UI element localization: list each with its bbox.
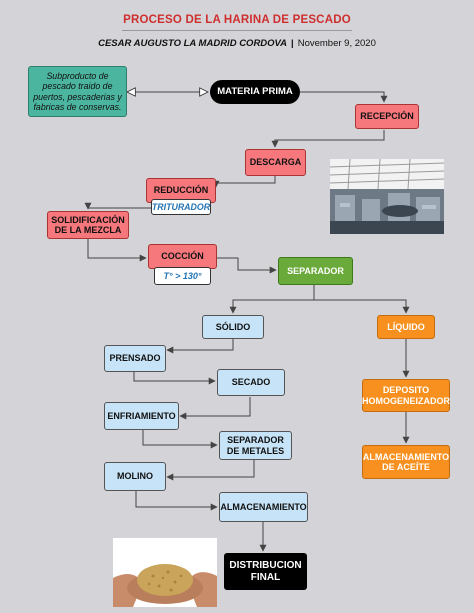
- node-recepcion: RECEPCIÓN: [355, 104, 419, 129]
- node-liquido: LÍQUIDO: [377, 315, 435, 339]
- link-materia-recepcion: [300, 92, 384, 102]
- link-metales-molino: [167, 459, 254, 477]
- link-descarga-reduccion: [216, 176, 275, 187]
- link-coccion-separador: [217, 258, 276, 270]
- node-descarga: DESCARGA: [245, 149, 306, 176]
- node-materia-prima: MATERIA PRIMA: [210, 80, 300, 104]
- node-coccion: COCCIÓN: [148, 244, 217, 269]
- link-separador-split: [233, 285, 314, 313]
- node-separador-metales: SEPARADOR DE METALES: [219, 431, 292, 460]
- tag-temperatura: T° > 130°: [154, 267, 211, 285]
- node-solido: SÓLIDO: [202, 315, 264, 339]
- node-almacenamiento: ALMACENAMIENTO: [219, 492, 308, 522]
- link-solido-prensado: [167, 339, 233, 350]
- node-distribucion: DISTRIBUCION FINAL: [224, 553, 307, 590]
- link-recepcion-descarga: [275, 130, 384, 147]
- tag-triturador: TRITURADOR: [151, 199, 211, 215]
- node-almacenamiento-aceite: ALMACENAMIENTO DE ACEÍTE: [362, 445, 450, 479]
- link-separador-liquido: [314, 300, 406, 313]
- node-subproducto: Subproducto de pescado traido de puertos…: [28, 66, 127, 117]
- link-prensado-secado: [134, 371, 215, 381]
- link-secado-enfriamiento: [180, 397, 250, 416]
- node-prensado: PRENSADO: [104, 345, 166, 372]
- link-enfriamiento-metales: [143, 430, 217, 445]
- node-secado: SECADO: [217, 369, 285, 396]
- link-molino-almacenamiento: [136, 491, 217, 507]
- factory-photo: [330, 159, 444, 234]
- link-solidificacion-coccion: [88, 239, 146, 258]
- node-molino: MOLINO: [104, 462, 166, 491]
- node-solidificacion: SOLIDIFICACIÓN DE LA MEZCLA: [47, 211, 129, 239]
- node-enfriamiento: ENFRIAMIENTO: [104, 402, 179, 430]
- node-separador: SEPARADOR: [278, 257, 353, 285]
- fishmeal-photo: [113, 538, 217, 607]
- node-deposito: DEPOSITO HOMOGENEIZADOR: [362, 379, 450, 412]
